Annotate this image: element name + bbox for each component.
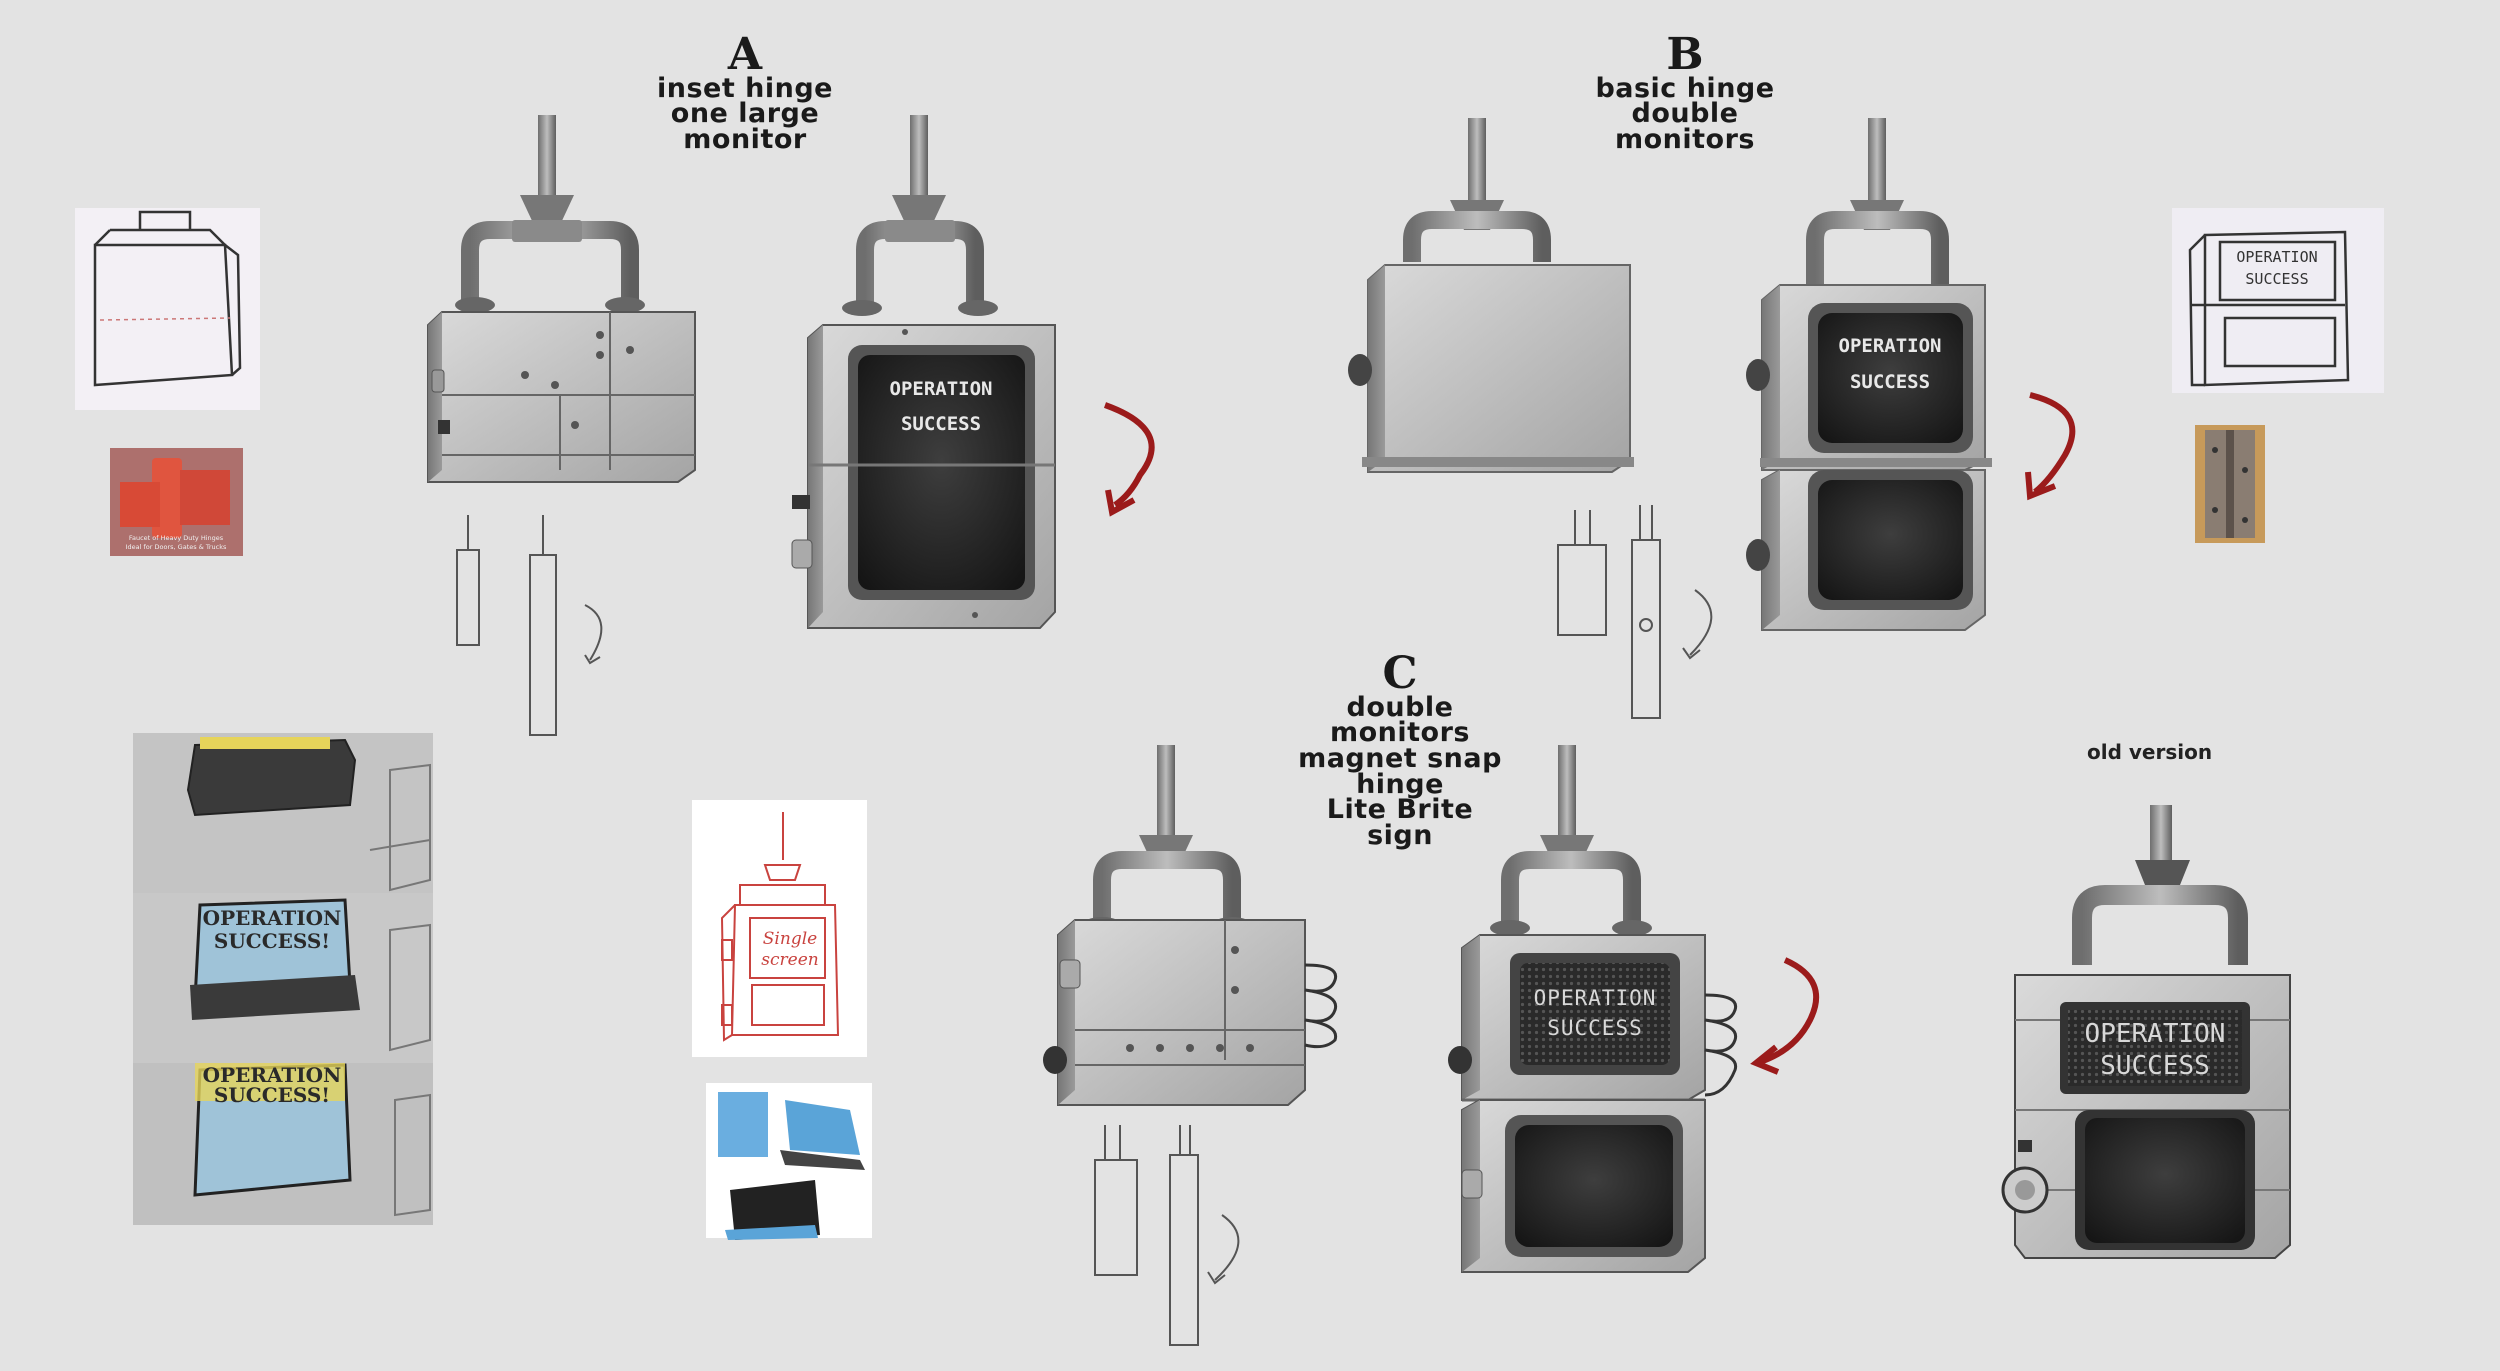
screen-b-line-2: SUCCESS	[1850, 371, 1930, 393]
reference-sketch-a	[75, 208, 260, 410]
concept-c-line-1: double	[1346, 691, 1454, 723]
sign-c-line-2: SUCCESS	[1547, 1016, 1643, 1040]
screen-a-line-2: SUCCESS	[901, 413, 981, 435]
concept-c-line-3: magnet snap	[1298, 743, 1502, 775]
concept-b-label: B basic hinge double monitors	[1585, 29, 1785, 156]
concept-c-line-2: monitors	[1329, 717, 1470, 749]
concept-a-line-3: monitor	[683, 124, 807, 156]
concept-c-line-6: sign	[1367, 820, 1433, 851]
device-b-open: OPERATION SUCCESS	[1746, 118, 1992, 631]
screen-b-line-1: OPERATION	[1839, 335, 1942, 357]
device-c-open: OPERATION SUCCESS	[1448, 745, 1738, 1273]
storyboard-sign-3: OPERATION	[203, 1063, 342, 1087]
concept-c-line-4: hinge	[1356, 768, 1444, 800]
concept-a-line-2: one large	[670, 98, 820, 130]
red-hinge-caption-1: Faucet of Heavy Duty Hinges	[129, 534, 224, 542]
rotate-arrow-a-head	[1105, 489, 1136, 517]
old-sign-line-1: OPERATION	[2085, 1019, 2226, 1049]
concept-a-line-1: inset hinge	[656, 72, 833, 104]
reference-photo-brass-hinge	[2195, 425, 2265, 543]
hinge-sketch-b	[1557, 505, 1713, 719]
reference-storyboard: OPERATION SUCCESS! OPERATION SUCCESS!	[133, 733, 433, 1225]
red-hinge-caption-2: Ideal for Doors, Gates & Trucks	[126, 543, 227, 551]
old-version-label: old version	[2087, 740, 2213, 764]
red-sketch-line-1: Single	[763, 929, 817, 949]
concept-c-line-5: Lite Brite	[1326, 794, 1474, 826]
hinge-sketch-a	[456, 515, 603, 736]
red-sketch-line-2: screen	[761, 950, 818, 970]
rotate-arrow-c	[1758, 957, 1820, 1065]
rotate-arrow-b-head	[2025, 471, 2057, 501]
storyboard-sign-2: SUCCESS!	[214, 929, 330, 953]
reference-photo-red-hinge: Faucet of Heavy Duty Hinges Ideal for Do…	[110, 448, 243, 556]
device-b-closed	[1348, 118, 1634, 473]
sign-c-line-1: OPERATION	[1534, 986, 1657, 1010]
rotate-arrow-a	[1103, 402, 1155, 508]
device-a-closed	[427, 115, 696, 483]
concept-b-letter: B	[1666, 29, 1704, 80]
sketch-b-line-2: SUCCESS	[2245, 270, 2308, 288]
concept-c-letter: C	[1382, 648, 1418, 699]
rotate-arrow-b	[2029, 392, 2076, 495]
concept-a-letter: A	[727, 29, 763, 80]
device-c-closed	[1043, 745, 1338, 1106]
concept-b-line-2: double	[1631, 98, 1739, 130]
screen-a-line-1: OPERATION	[890, 378, 993, 400]
concept-c-label: C double monitors magnet snap hinge Lite…	[1290, 648, 1510, 851]
sketch-b-line-1: OPERATION	[2236, 248, 2317, 266]
reference-photo-tablet-cover	[706, 1083, 872, 1240]
device-old-version: OPERATION SUCCESS	[2001, 805, 2291, 1259]
old-sign-line-2: SUCCESS	[2100, 1051, 2210, 1081]
reference-sketch-red: Single screen	[692, 800, 867, 1057]
reference-sketch-b: OPERATION SUCCESS	[2172, 208, 2384, 393]
device-a-open: OPERATION SUCCESS	[791, 115, 1056, 629]
hinge-sketch-c	[1094, 1125, 1240, 1346]
storyboard-sign-1: OPERATION	[203, 906, 342, 930]
concept-b-line-1: basic hinge	[1595, 72, 1775, 104]
storyboard-sign-4: SUCCESS!	[214, 1083, 330, 1107]
concept-a-label: A inset hinge one large monitor	[645, 29, 845, 156]
rotate-arrow-c-head	[1750, 1044, 1780, 1075]
concept-b-line-3: monitors	[1614, 124, 1755, 156]
